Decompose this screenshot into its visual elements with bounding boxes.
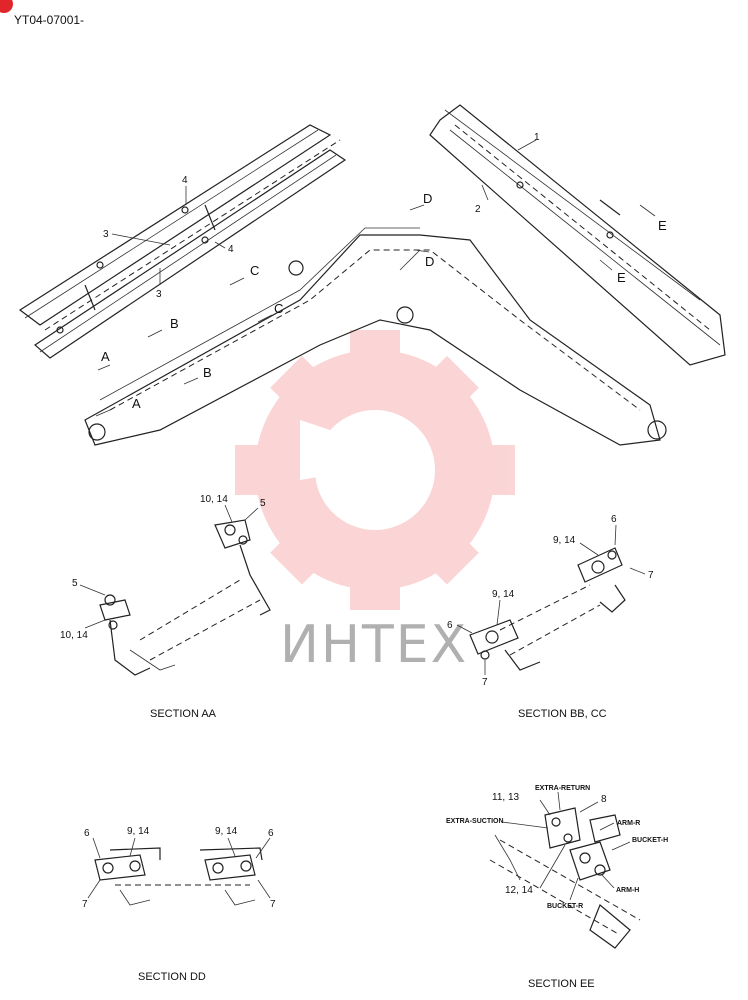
section-bb-label-4: 9, 14 [492,589,515,600]
section-dd-drawing [94,847,263,906]
callout-2: 2 [475,204,481,215]
section-dd-label-6: 7 [270,899,276,910]
section-dd-label-1: 6 [84,828,90,839]
doc-code: YT04-07001- [14,13,84,27]
section-ee-label-2: EXTRA-RETURN [535,785,590,792]
section-bb-label-6: 7 [482,677,488,688]
section-ee-label-1: 11, 13 [492,792,519,803]
watermark-gear-icon [235,330,515,610]
watermark-text: ИНТЕХ [280,615,468,675]
view-letter-c1: C [250,263,259,278]
view-letter-e1: E [658,218,667,233]
section-dd-label-4: 9, 14 [215,826,238,837]
section-bb-title: SECTION BB, CC [518,708,607,720]
view-letter-a1: A [101,349,110,364]
section-bb-label-2: 9, 14 [553,535,576,546]
section-dd-title: SECTION DD [138,971,206,983]
section-bb-drawing [469,547,626,671]
view-letter-d1: D [423,191,432,206]
view-letter-d2: D [425,254,434,269]
section-ee-label-6: BUCKET-H [632,837,668,844]
corner-marker-icon [0,0,13,13]
section-dd-label-3: 7 [82,899,88,910]
section-ee-label-8: 12, 14 [505,885,533,896]
boom-pipes-drawing [18,124,347,359]
callout-1: 1 [534,132,540,143]
section-aa-drawing [99,519,271,676]
view-letter-b1: B [170,316,179,331]
section-ee-label-3: 8 [601,794,607,805]
view-letter-c2: C [274,301,283,316]
section-aa-label-4: 10, 14 [60,630,88,641]
view-letter-a2: A [132,396,141,411]
section-bb-label-3: 7 [648,570,654,581]
section-ee-label-9: BUCKET-R [547,903,583,910]
main-boom-drawing [84,227,667,446]
callout-4b: 4 [228,244,234,255]
section-dd-label-5: 6 [268,828,274,839]
callout-3b: 3 [156,289,162,300]
section-ee-drawing [489,807,641,949]
section-ee-title: SECTION EE [528,978,595,990]
section-aa-label-1: 10, 14 [200,494,228,505]
section-ee-label-7: ARM-H [616,887,639,894]
view-letter-b2: B [203,365,212,380]
section-aa-label-2: 5 [260,498,266,509]
section-bb-label-5: 6 [447,620,453,631]
view-letter-e2: E [617,270,626,285]
section-aa-label-3: 5 [72,578,78,589]
callout-4a: 4 [182,175,188,186]
section-aa-title: SECTION AA [150,708,217,720]
section-ee-label-4: EXTRA-SUCTION [446,818,504,825]
arm-drawing [429,104,726,366]
callout-3a: 3 [103,229,109,240]
section-bb-label-1: 6 [611,514,617,525]
section-ee-label-5: ARM-R [617,820,640,827]
section-dd-label-2: 9, 14 [127,826,150,837]
